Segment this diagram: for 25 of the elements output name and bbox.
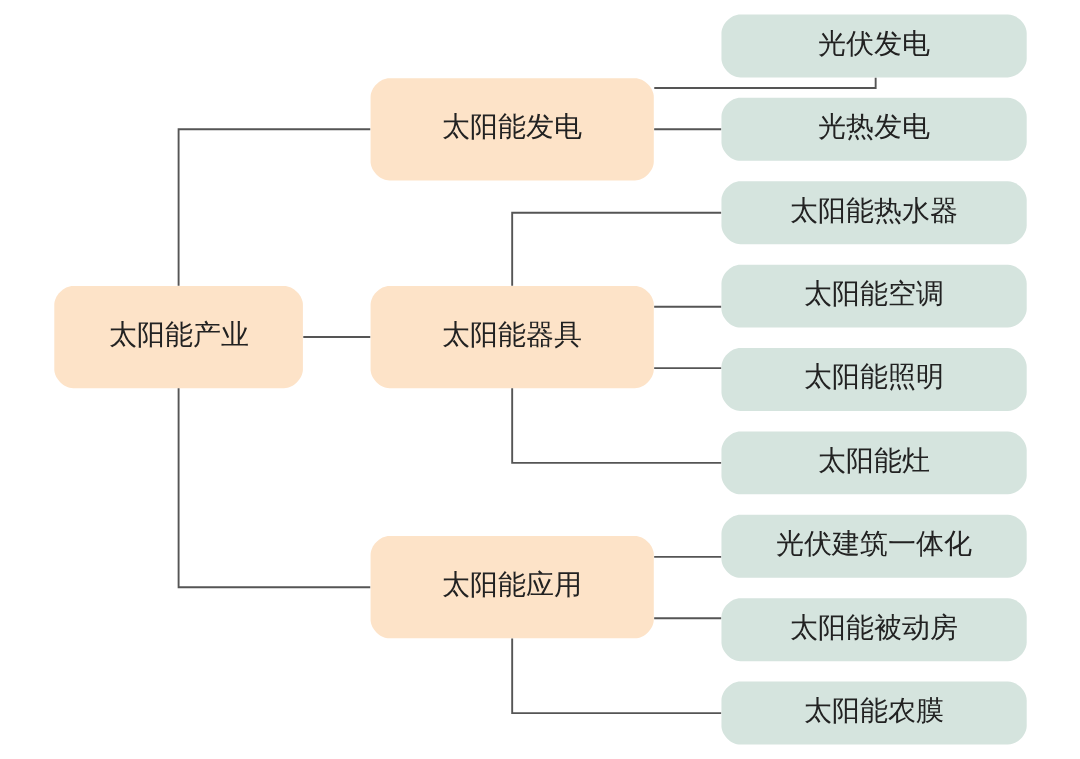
connector <box>652 305 722 308</box>
node-box: 太阳能器具 <box>370 285 654 389</box>
connector <box>652 76 877 89</box>
node-box: 太阳能被动房 <box>720 598 1027 662</box>
connector <box>510 637 722 715</box>
connector <box>301 336 371 338</box>
node-box: 太阳能应用 <box>370 536 654 639</box>
node-box: 太阳能热水器 <box>720 181 1027 245</box>
connector <box>510 211 722 287</box>
connector <box>652 367 722 370</box>
connector <box>510 387 722 464</box>
node-box: 太阳能空调 <box>720 264 1027 328</box>
connector <box>652 555 722 558</box>
node-box: 太阳能农膜 <box>720 681 1027 745</box>
connector <box>177 128 371 287</box>
node-box: 光伏建筑一体化 <box>720 514 1027 578</box>
node-box: 光热发电 <box>720 97 1027 161</box>
node-box: 太阳能照明 <box>720 348 1027 411</box>
connector <box>177 387 371 589</box>
connector <box>652 617 722 620</box>
connector <box>652 128 722 131</box>
node-box: 太阳能产业 <box>53 285 303 389</box>
node-box: 光伏发电 <box>720 14 1027 78</box>
node-box: 太阳能发电 <box>370 78 654 181</box>
node-box: 太阳能灶 <box>720 431 1027 495</box>
